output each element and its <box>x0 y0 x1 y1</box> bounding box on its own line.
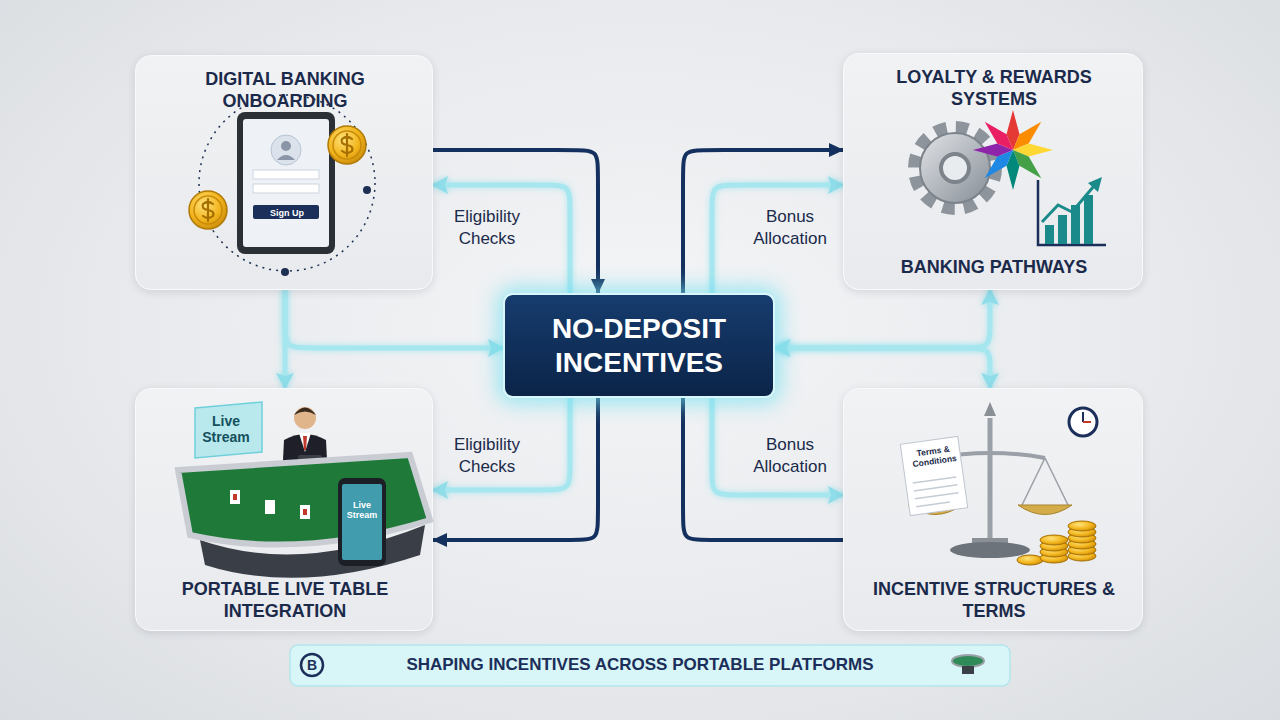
logo-letter: B <box>301 656 323 674</box>
button-label: Sign Up <box>254 206 320 220</box>
card-title: LOYALTY & REWARDS SYSTEMS <box>874 67 1114 110</box>
card-title: DIGITAL BANKING ONBOARDING <box>165 69 405 112</box>
phone-label: Live Stream <box>342 501 382 521</box>
card-subtitle: BANKING PATHWAYS <box>844 257 1144 279</box>
card-title: INCENTIVE STRUCTURES & TERMS <box>869 579 1119 622</box>
info-card: Terms & ConditionsINCENTIVE STRUCTURES &… <box>843 388 1143 631</box>
glow-arrow <box>775 290 990 348</box>
flow-arrow <box>683 398 843 540</box>
glow-arrow <box>283 290 288 388</box>
caption-band <box>290 645 1010 686</box>
glow-arrow <box>285 290 503 348</box>
glow-arrow <box>712 185 843 293</box>
glow-arrow <box>433 398 570 490</box>
flow-arrow <box>683 150 843 293</box>
card-title: PORTABLE LIVE TABLE INTEGRATION <box>160 579 410 622</box>
hub-title: NO-DEPOSIT INCENTIVES <box>505 295 773 396</box>
info-card: DIGITAL BANKING ONBOARDING Sign Up <box>135 55 433 290</box>
edge-label: Eligibility Checks <box>437 434 537 478</box>
glow-arrow <box>775 348 990 388</box>
info-card: LOYALTY & REWARDS SYSTEMS BANKING PATHWAY… <box>843 53 1143 290</box>
flow-arrow <box>433 150 598 293</box>
edge-label: Eligibility Checks <box>437 206 537 250</box>
hub-box: NO-DEPOSIT INCENTIVES <box>503 293 775 398</box>
glow-arrow <box>712 398 843 495</box>
caption-text: SHAPING INCENTIVES ACROSS PORTABLE PLATF… <box>330 653 950 677</box>
info-card: Live StreamLive StreamPORTABLE LIVE TABL… <box>135 388 433 631</box>
edge-label: Bonus Allocation <box>740 206 840 250</box>
flow-arrow <box>433 398 598 540</box>
caption-band <box>301 654 323 676</box>
caption-band <box>290 645 1010 686</box>
document-label: Terms & Conditions <box>907 443 961 470</box>
glow-arrow <box>433 185 570 293</box>
screen-label: Live Stream <box>198 413 254 445</box>
caption-band <box>962 666 974 674</box>
caption-band <box>952 655 984 667</box>
edge-label: Bonus Allocation <box>740 434 840 478</box>
